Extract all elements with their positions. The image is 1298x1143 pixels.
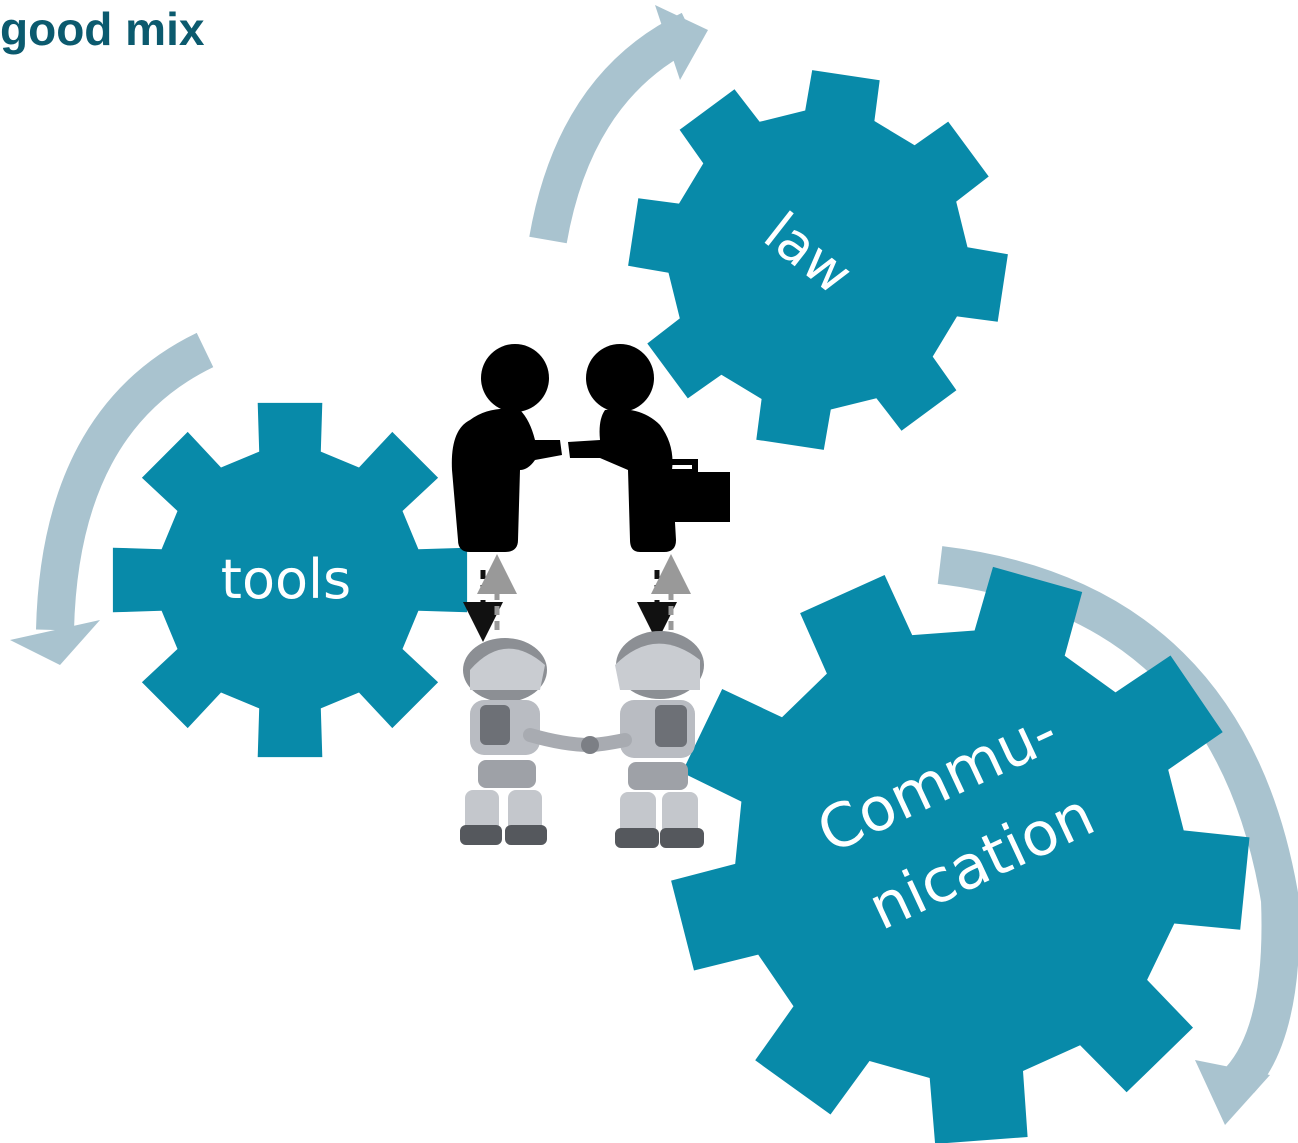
briefcase-icon xyxy=(630,459,730,522)
gear-shape xyxy=(628,70,1008,450)
tools-label: tools xyxy=(221,548,351,611)
handshake-people-icon xyxy=(451,344,730,552)
law-gear-icon xyxy=(628,70,1008,450)
page-title: good mix xyxy=(0,3,205,55)
gear-shape xyxy=(671,566,1250,1143)
tools-gear-icon xyxy=(112,402,468,758)
robots-handshake-image xyxy=(460,631,704,848)
dashed-bidirectional-arrow-icon xyxy=(637,554,691,642)
curved-arrow-icon xyxy=(529,5,708,244)
communication-gear-icon xyxy=(671,566,1250,1143)
curved-arrow-icon xyxy=(10,332,214,665)
gear-shape xyxy=(112,402,468,758)
dashed-bidirectional-arrow-icon xyxy=(463,554,517,642)
